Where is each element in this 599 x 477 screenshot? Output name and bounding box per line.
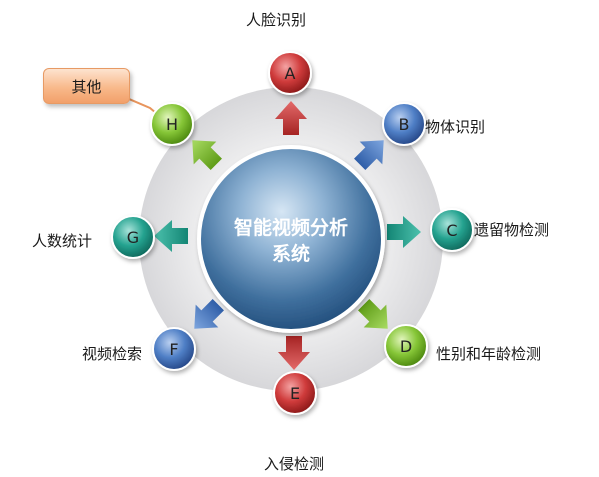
arrow-group bbox=[154, 101, 421, 370]
node-h bbox=[150, 102, 194, 146]
label-face-recognition: 人脸识别 bbox=[246, 11, 307, 29]
label-gender-age-detection: 性别和年龄检测 bbox=[436, 345, 542, 363]
center-hub bbox=[197, 145, 385, 333]
node-circle-b bbox=[382, 102, 426, 146]
label-people-counting: 人数统计 bbox=[32, 232, 93, 250]
node-letter-g: G bbox=[127, 228, 139, 247]
node-circle-c bbox=[430, 208, 474, 252]
center-title-line2: 系统 bbox=[272, 242, 310, 265]
node-letter-f: F bbox=[169, 340, 178, 359]
arrow-to-node-g bbox=[154, 220, 188, 252]
node-letter-d: D bbox=[400, 337, 412, 356]
label-intrusion-detection: 入侵检测 bbox=[264, 455, 325, 473]
label-abandoned-object-detection: 遗留物检测 bbox=[474, 221, 550, 239]
arrow-to-node-c bbox=[387, 216, 421, 248]
callout-pointer bbox=[121, 95, 157, 114]
node-circle-d bbox=[384, 324, 428, 368]
node-e bbox=[273, 371, 317, 415]
node-circle-a bbox=[268, 51, 312, 95]
node-group: A B C D E F G H bbox=[111, 51, 474, 415]
node-circle-h bbox=[150, 102, 194, 146]
node-letter-e: E bbox=[290, 384, 300, 403]
label-object-recognition: 物体识别 bbox=[425, 118, 486, 136]
node-b bbox=[382, 102, 426, 146]
node-circle-f bbox=[152, 327, 196, 371]
node-circle-g bbox=[111, 215, 155, 259]
arrow-to-node-f bbox=[194, 299, 224, 329]
arrow-to-node-d bbox=[358, 299, 388, 329]
node-circle-e bbox=[273, 371, 317, 415]
center-title-line1: 智能视频分析 bbox=[234, 216, 348, 239]
node-g bbox=[111, 215, 155, 259]
node-letter-a: A bbox=[285, 64, 296, 83]
node-letter-h: H bbox=[166, 115, 178, 134]
node-letter-c: C bbox=[446, 221, 457, 240]
node-f bbox=[152, 327, 196, 371]
arrow-to-node-h bbox=[192, 140, 222, 170]
label-video-retrieval: 视频检索 bbox=[82, 345, 143, 363]
node-letter-b: B bbox=[399, 115, 410, 134]
callout-other: 其他 bbox=[43, 68, 130, 104]
node-d bbox=[384, 324, 428, 368]
callout-label: 其他 bbox=[71, 77, 102, 96]
arrow-to-node-a bbox=[275, 101, 307, 135]
arrow-to-node-e bbox=[278, 336, 310, 370]
node-c bbox=[430, 208, 474, 252]
arrow-to-node-b bbox=[354, 140, 384, 170]
node-a bbox=[268, 51, 312, 95]
